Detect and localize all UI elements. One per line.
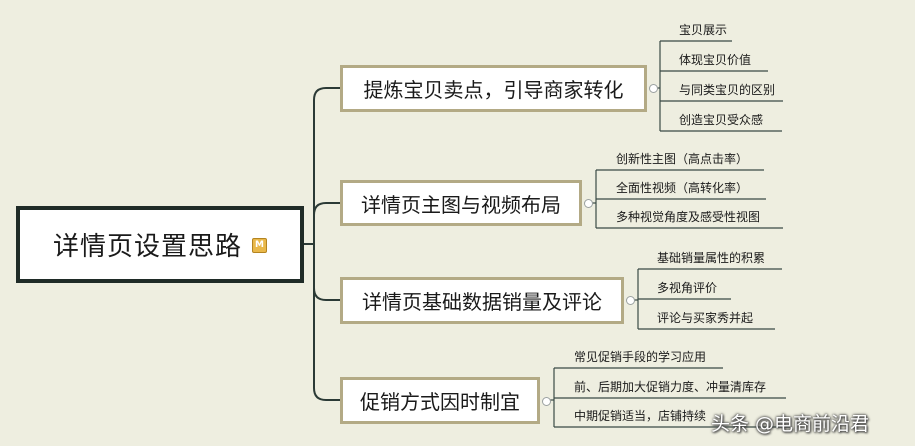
note-icon[interactable]: M bbox=[252, 238, 267, 253]
leaf-item[interactable]: 多视角评价 bbox=[657, 281, 718, 295]
branch-node-sales-reviews[interactable]: 详情页基础数据销量及评论 bbox=[340, 277, 624, 324]
branch-node-promotion[interactable]: 促销方式因时制宜 bbox=[340, 377, 540, 424]
leaf-item[interactable]: 创造宝贝受众感 bbox=[679, 113, 764, 127]
collapse-toggle-icon[interactable] bbox=[584, 199, 593, 208]
leaf-item[interactable]: 与同类宝贝的区别 bbox=[679, 83, 776, 97]
watermark: 头条 @电商前沿君 bbox=[711, 413, 870, 435]
leaf-item[interactable]: 常见促销手段的学习应用 bbox=[574, 350, 707, 364]
leaf-item[interactable]: 宝贝展示 bbox=[679, 23, 728, 37]
collapse-toggle-icon[interactable] bbox=[542, 397, 551, 406]
connector-line bbox=[313, 87, 340, 101]
root-node[interactable]: 详情页设置思路 M bbox=[16, 206, 304, 283]
connector-line bbox=[313, 287, 340, 301]
leaf-item[interactable]: 多种视觉角度及感受性视图 bbox=[616, 210, 761, 224]
leaf-item[interactable]: 前、后期加大促销力度、冲量清库存 bbox=[574, 380, 767, 394]
branch-title: 详情页主图与视频布局 bbox=[361, 192, 561, 217]
collapse-toggle-icon[interactable] bbox=[649, 84, 658, 93]
branch-title: 促销方式因时制宜 bbox=[360, 390, 520, 414]
branch-title: 提炼宝贝卖点，引导商家转化 bbox=[363, 78, 624, 102]
leaf-item[interactable]: 体现宝贝价值 bbox=[679, 53, 752, 67]
branch-node-selling-points[interactable]: 提炼宝贝卖点，引导商家转化 bbox=[340, 65, 647, 112]
leaf-item[interactable]: 全面性视频（高转化率） bbox=[616, 181, 749, 195]
leaf-item[interactable]: 基础销量属性的积累 bbox=[657, 251, 766, 265]
connector-line bbox=[313, 387, 340, 401]
root-title: 详情页设置思路 bbox=[52, 232, 242, 262]
leaf-item[interactable]: 创新性主图（高点击率） bbox=[616, 152, 749, 166]
collapse-toggle-icon[interactable] bbox=[626, 296, 635, 305]
connector-line bbox=[313, 202, 340, 216]
leaf-item[interactable]: 评论与买家秀并起 bbox=[657, 311, 754, 325]
branch-node-main-image-video[interactable]: 详情页主图与视频布局 bbox=[340, 180, 582, 226]
leaf-item[interactable]: 中期促销适当，店铺持续 bbox=[574, 409, 707, 423]
branch-title: 详情页基础数据销量及评论 bbox=[362, 290, 602, 314]
